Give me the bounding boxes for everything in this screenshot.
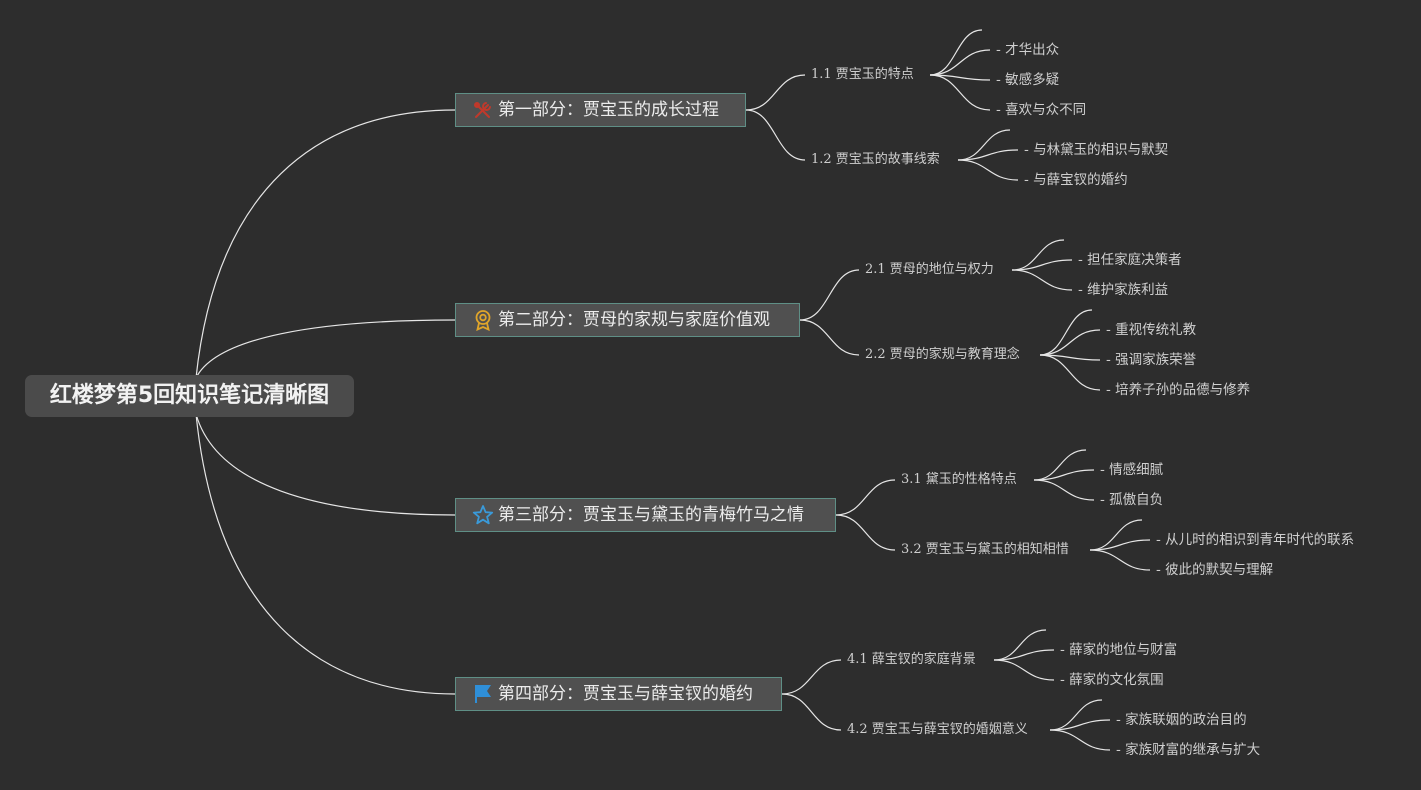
sub-leaf-connector-6-1 <box>1089 539 1151 551</box>
flag-icon <box>472 683 494 705</box>
leaf-item[interactable]: - 与林黛玉的相识与默契 <box>1024 142 1169 158</box>
sub-leaf-connector-5-1 <box>1033 469 1095 481</box>
sub-leaf-connector-7-2 <box>993 659 1055 681</box>
main-sub-connector-1-2 <box>745 109 806 161</box>
leaf-item[interactable]: - 孤傲自负 <box>1100 492 1164 508</box>
main-topic-label: 第一部分：贾宝玉的成长过程 <box>498 99 719 120</box>
sub-leaf-fan-3 <box>1011 239 1065 271</box>
leaf-item[interactable]: - 从儿时的相识到青年时代的联系 <box>1156 532 1355 548</box>
sub-leaf-fan-7 <box>993 629 1047 661</box>
main-topic-part-2[interactable]: 第二部分：贾母的家规与家庭价值观 <box>455 303 800 337</box>
star-outline-icon <box>472 504 494 526</box>
sub-leaf-connector-3-2 <box>1011 269 1073 291</box>
leaf-item[interactable]: - 情感细腻 <box>1100 462 1164 478</box>
main-topic-part-1[interactable]: 第一部分：贾宝玉的成长过程 <box>455 93 746 127</box>
subtopic-3-2[interactable]: 3.2 贾宝玉与黛玉的相知相惜 <box>901 542 1069 557</box>
sub-leaf-connector-4-2 <box>1039 354 1101 361</box>
main-sub-connector-3-1 <box>835 479 896 516</box>
subtopic-2-2[interactable]: 2.2 贾母的家规与教育理念 <box>865 347 1020 362</box>
sub-leaf-connector-2-1 <box>957 149 1019 161</box>
main-topic-label: 第三部分：贾宝玉与黛玉的青梅竹马之情 <box>498 504 804 525</box>
leaf-item[interactable]: - 喜欢与众不同 <box>996 102 1087 118</box>
sub-leaf-connector-4-3 <box>1039 354 1101 391</box>
main-sub-connector-3-2 <box>835 514 896 551</box>
leaf-item[interactable]: - 重视传统礼教 <box>1106 322 1197 338</box>
sub-leaf-connector-2-2 <box>957 159 1019 181</box>
main-topic-part-4[interactable]: 第四部分：贾宝玉与薛宝钗的婚约 <box>455 677 782 711</box>
main-sub-connector-1-1 <box>745 74 806 111</box>
leaf-item[interactable]: - 与薛宝钗的婚约 <box>1024 172 1128 188</box>
sub-leaf-connector-8-1 <box>1049 719 1111 731</box>
sub-leaf-fan-8 <box>1049 699 1103 731</box>
root-topic[interactable]: 红楼梦第5回知识笔记清晰图 <box>25 375 354 417</box>
leaf-item[interactable]: - 强调家族荣誉 <box>1106 352 1197 368</box>
sub-leaf-fan-1 <box>929 29 983 76</box>
subtopic-3-1[interactable]: 3.1 黛玉的性格特点 <box>901 472 1017 487</box>
main-sub-connector-4-1 <box>781 659 842 695</box>
main-topic-label: 第四部分：贾宝玉与薛宝钗的婚约 <box>498 683 753 704</box>
leaf-item[interactable]: - 薛家的文化氛围 <box>1060 672 1164 688</box>
root-connector-1 <box>195 109 456 379</box>
sub-leaf-connector-6-2 <box>1089 549 1151 571</box>
root-connector-3 <box>195 413 456 516</box>
leaf-item[interactable]: - 才华出众 <box>996 42 1060 58</box>
root-connector-4 <box>195 413 456 695</box>
sub-leaf-connector-8-2 <box>1049 729 1111 751</box>
leaf-item[interactable]: - 担任家庭决策者 <box>1078 252 1182 268</box>
leaf-item[interactable]: - 培养子孙的品德与修养 <box>1106 382 1251 398</box>
subtopic-4-1[interactable]: 4.1 薛宝钗的家庭背景 <box>847 652 976 667</box>
main-sub-connector-4-2 <box>781 693 842 731</box>
tools-icon <box>472 99 494 121</box>
sub-leaf-connector-1-1 <box>929 49 991 76</box>
subtopic-2-1[interactable]: 2.1 贾母的地位与权力 <box>865 262 994 277</box>
leaf-item[interactable]: - 家族联姻的政治目的 <box>1116 712 1247 728</box>
main-sub-connector-2-2 <box>799 319 860 356</box>
sub-leaf-connector-1-3 <box>929 74 991 111</box>
sub-leaf-connector-7-1 <box>993 649 1055 661</box>
leaf-item[interactable]: - 家族财富的继承与扩大 <box>1116 742 1261 758</box>
sub-leaf-connector-1-2 <box>929 74 991 81</box>
leaf-item[interactable]: - 彼此的默契与理解 <box>1156 562 1274 578</box>
sub-leaf-fan-2 <box>957 129 1011 161</box>
main-topic-label: 第二部分：贾母的家规与家庭价值观 <box>498 309 770 330</box>
award-ribbon-icon <box>472 309 494 331</box>
leaf-item[interactable]: - 敏感多疑 <box>996 72 1060 88</box>
sub-leaf-fan-6 <box>1089 519 1143 551</box>
leaf-item[interactable]: - 维护家族利益 <box>1078 282 1169 298</box>
subtopic-1-2[interactable]: 1.2 贾宝玉的故事线索 <box>811 152 940 167</box>
sub-leaf-connector-4-1 <box>1039 329 1101 356</box>
main-sub-connector-2-1 <box>799 269 860 321</box>
sub-leaf-fan-4 <box>1039 309 1093 356</box>
sub-leaf-fan-5 <box>1033 449 1087 481</box>
sub-leaf-connector-5-2 <box>1033 479 1095 501</box>
leaf-item[interactable]: - 薛家的地位与财富 <box>1060 642 1178 658</box>
subtopic-1-1[interactable]: 1.1 贾宝玉的特点 <box>811 67 914 82</box>
main-topic-part-3[interactable]: 第三部分：贾宝玉与黛玉的青梅竹马之情 <box>455 498 836 532</box>
root-connector-2 <box>195 319 456 379</box>
subtopic-4-2[interactable]: 4.2 贾宝玉与薛宝钗的婚姻意义 <box>847 722 1028 737</box>
sub-leaf-connector-3-1 <box>1011 259 1073 271</box>
